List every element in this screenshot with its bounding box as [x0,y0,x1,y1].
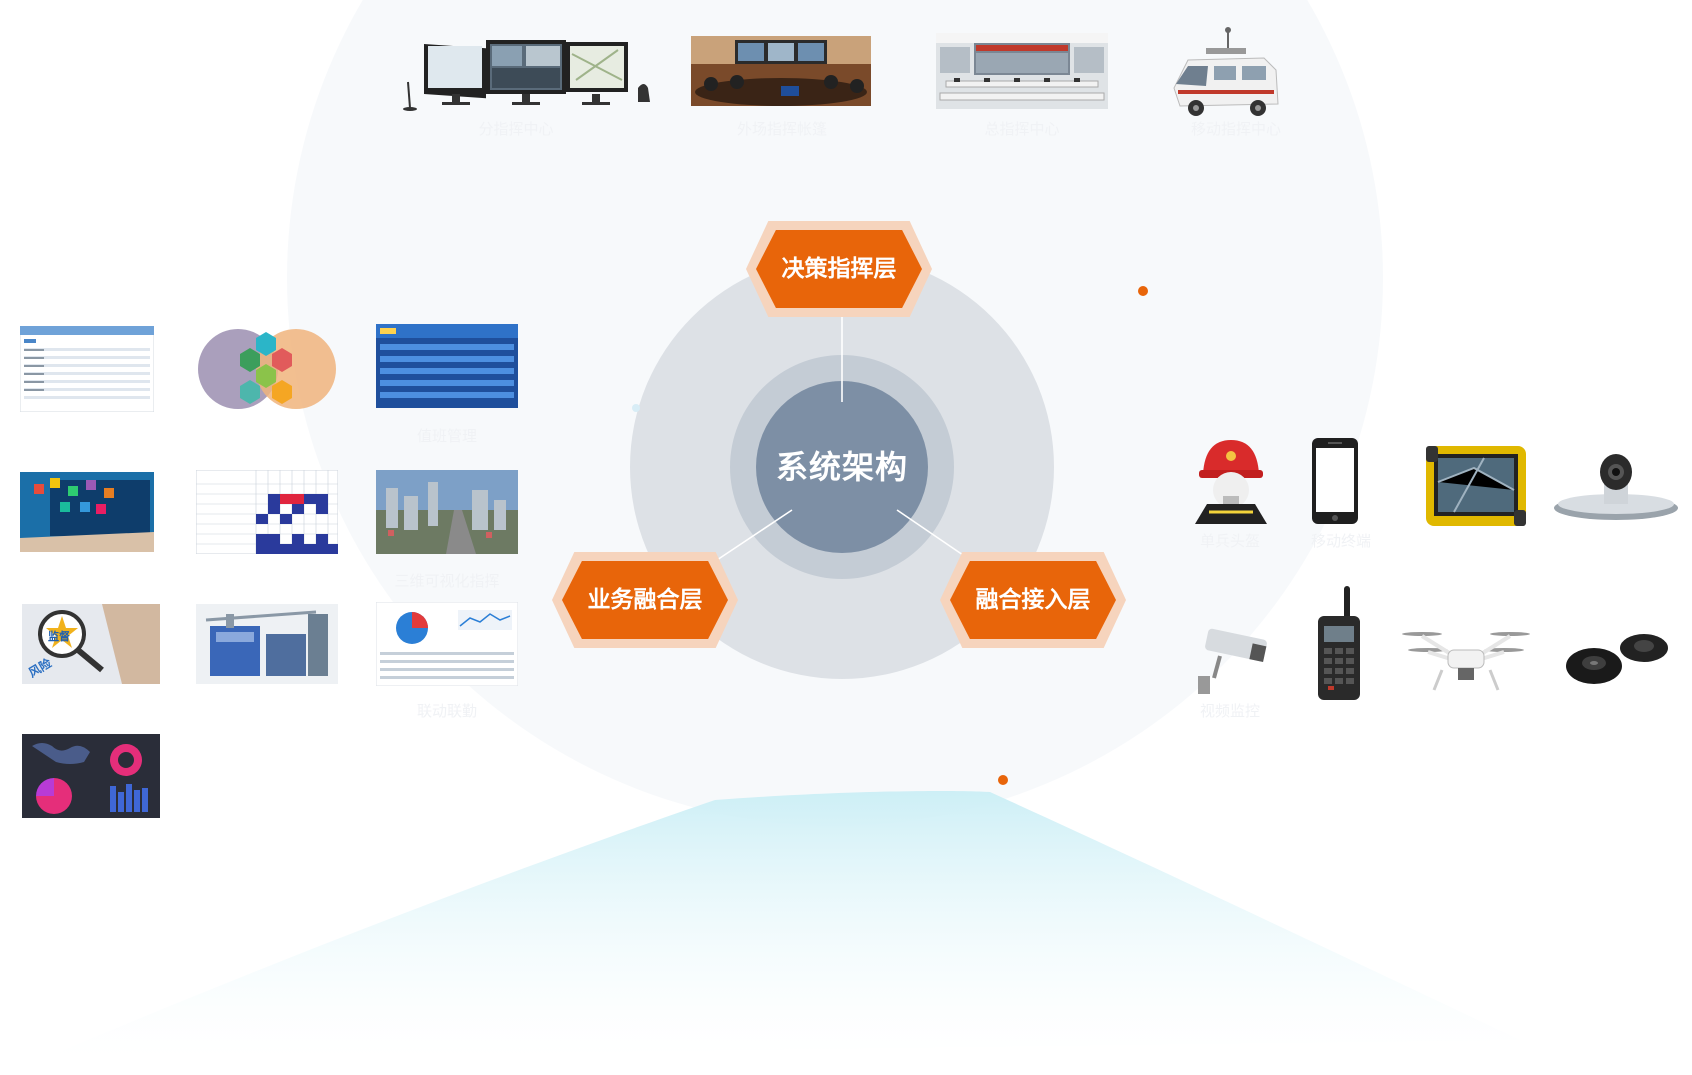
firefighter-helmet-device [1195,440,1267,524]
center-label: 系统架构 [775,448,908,486]
control-room-thumbnail [936,33,1108,109]
hexagon-modules-thumbnail [198,329,336,409]
dark-analytics-thumbnail [22,734,160,818]
left-caption-3: 联动联勤 [416,702,477,720]
orange-dot [1138,286,1148,296]
blue-dot [632,404,640,412]
speaker-pods-device [1566,634,1668,684]
smartphone-device [1312,438,1358,524]
report-charts-thumbnail [376,602,518,686]
conference-room-thumbnail [691,36,871,106]
conference-camera-device [1554,454,1678,520]
badge-text-top: 监督 [48,629,70,643]
access-layer-label: 融合接入层 [975,587,1091,613]
3d-city-thumbnail [376,470,518,554]
right-caption-1: 单兵头盔 [1199,532,1260,550]
left-caption-2: 三维可视化指挥 [394,572,500,590]
table-screen-thumbnail [20,326,154,412]
laptop-apps-thumbnail [20,472,154,552]
walkie-talkie-device [1318,586,1360,700]
left-caption-1: 值班管理 [416,427,477,445]
surveillance-camera-device [1198,628,1267,694]
top-caption-3: 总指挥中心 [984,120,1060,138]
decision-layer-badge: 决策指挥层 [746,221,932,317]
access-layer-badge: 融合接入层 [940,552,1126,648]
decision-layer-label: 决策指挥层 [781,256,897,282]
top-caption-2: 外场指挥帐篷 [736,120,827,138]
rugged-tablet-device [1426,446,1526,526]
command-vehicle-thumbnail [1173,27,1279,116]
core-circle [756,381,928,553]
industrial-equipment-thumbnail [196,604,338,684]
top-caption-1: 分指挥中心 [478,120,554,138]
right-caption-2: 移动终端 [1310,532,1371,550]
right-caption-3: 视频监控 [1199,702,1260,720]
business-layer-badge: 业务融合层 [552,552,738,648]
top-caption-4: 移动指挥中心 [1190,120,1281,138]
business-layer-label: 业务融合层 [587,587,703,613]
drone-device [1402,632,1530,691]
supervision-magnifier-thumbnail: 监督 风险 [22,604,160,684]
blue-dashboard-thumbnail [376,324,518,408]
monitor-wall-thumbnail [403,40,650,111]
orange-dot [998,775,1008,785]
schedule-grid-thumbnail [196,470,338,554]
